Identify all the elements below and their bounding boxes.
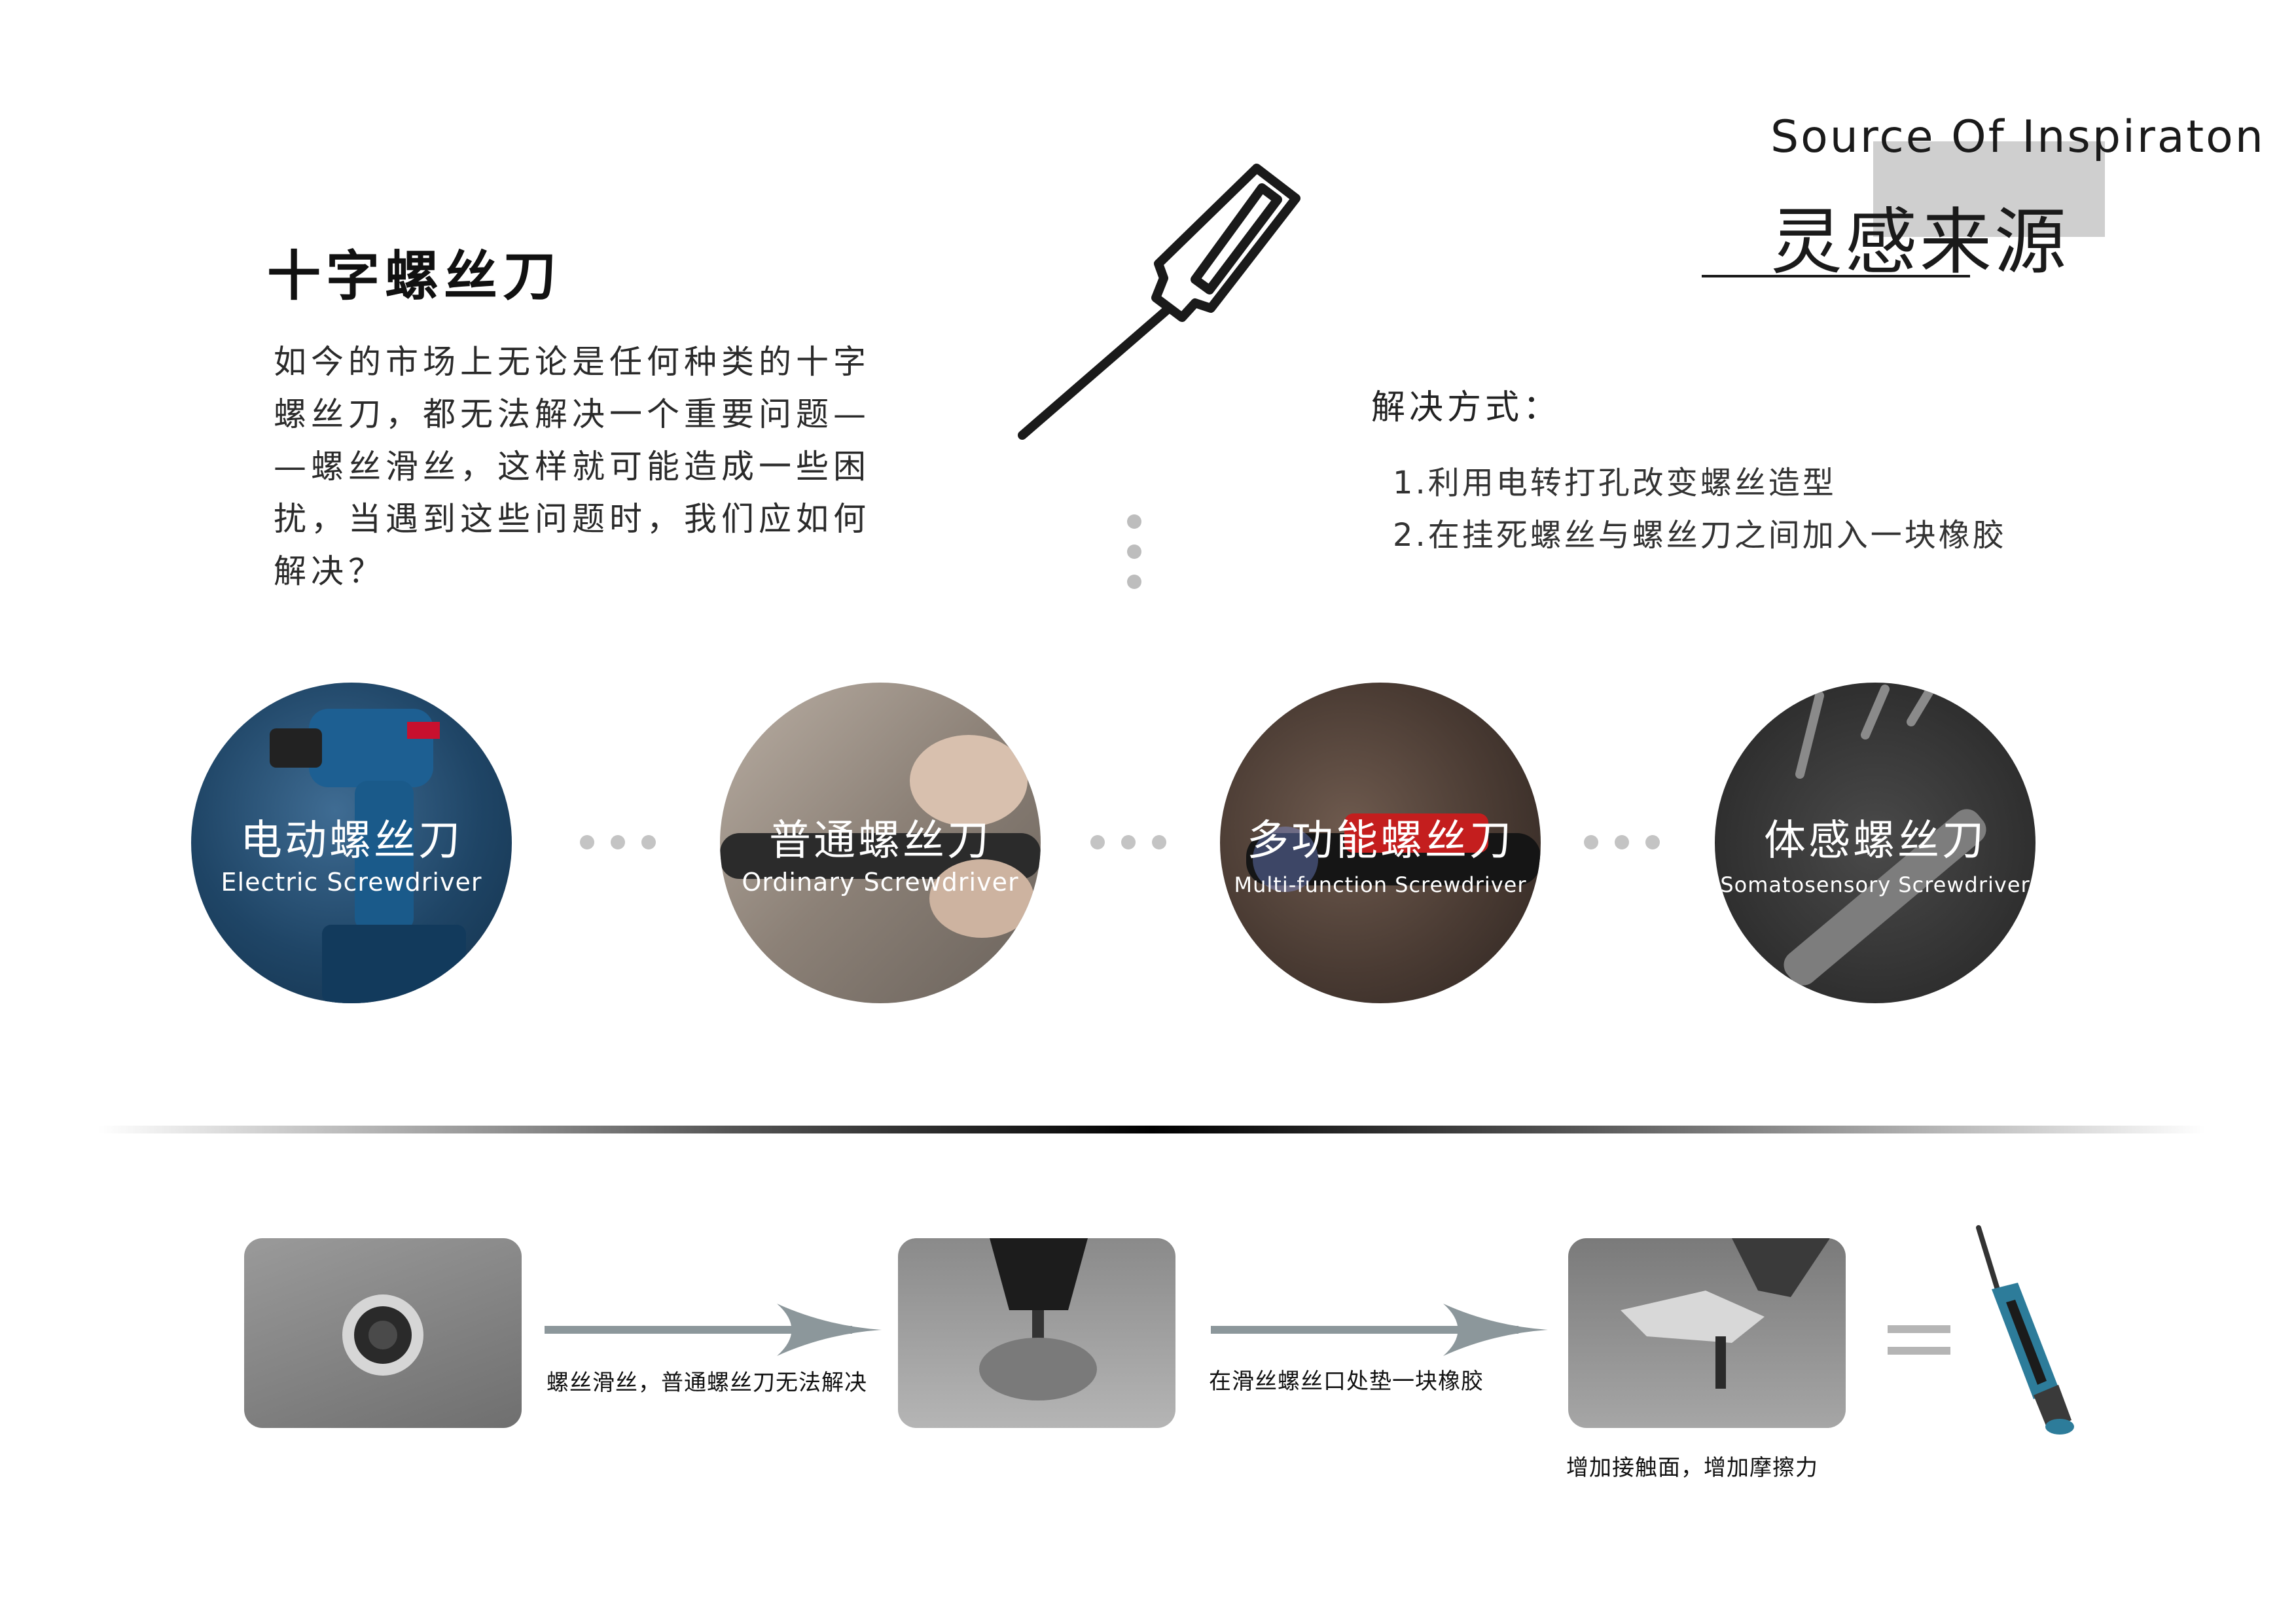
circle-label-cn: 普通螺丝刀 — [769, 817, 992, 865]
intro-line: 螺丝刀，都无法解决一个重要问题— — [274, 395, 870, 433]
solution-heading: 解决方式： — [1371, 388, 1562, 427]
title-highlight-box — [1873, 141, 2105, 237]
step-label: 螺丝滑丝，普通螺丝刀无法解决 — [547, 1370, 867, 1396]
section-title-en: Source Of Inspiraton — [1770, 111, 2265, 163]
dot — [1152, 835, 1166, 849]
dot — [1090, 835, 1105, 849]
circle-label-en: Multi-function Screwdriver — [1234, 872, 1527, 897]
equals-bar — [1888, 1325, 1950, 1333]
arrow-right-icon — [545, 1304, 882, 1356]
photo-drilling — [898, 1238, 1175, 1428]
hand-screwdriver-image — [720, 735, 1041, 938]
circle-electric-screwdriver: 电动螺丝刀 Electric Screwdriver — [191, 683, 512, 1003]
dot — [1615, 835, 1629, 849]
electric-drill-image — [270, 709, 466, 1003]
dot — [1127, 544, 1141, 559]
screw-head-image — [342, 1294, 423, 1376]
screwdriver-icon — [1018, 164, 1300, 440]
rubber-pad-image — [1621, 1238, 1830, 1389]
circle-label-en: Somatosensory Screwdriver — [1720, 872, 2030, 897]
multifunction-tool-image — [1246, 813, 1541, 892]
dot — [1127, 575, 1141, 589]
dot — [611, 835, 625, 849]
somatosensory-tool-image — [1784, 685, 1986, 986]
circle-multifunction-screwdriver: 多功能螺丝刀 Multi-function Screwdriver — [1220, 683, 1541, 1003]
circle-label-cn: 电动螺丝刀 — [240, 817, 463, 865]
section-title-cn: 灵感来源 — [1770, 200, 2069, 284]
dot — [580, 835, 594, 849]
circle-label-cn: 体感螺丝刀 — [1764, 817, 1986, 865]
circle-label-en: Electric Screwdriver — [221, 868, 482, 897]
dot — [1121, 835, 1136, 849]
section-divider — [98, 1126, 2206, 1133]
intro-line: 如今的市场上无论是任何种类的十字 — [274, 343, 870, 381]
page-title: 十字螺丝刀 — [267, 245, 562, 308]
dot — [1584, 835, 1598, 849]
solution-item: 2.在挂死螺丝与螺丝刀之间加入一块橡胶 — [1393, 517, 2007, 554]
dot — [1127, 514, 1141, 529]
intro-line: 解决？ — [274, 552, 386, 590]
circle-ordinary-screwdriver: 普通螺丝刀 Ordinary Screwdriver — [720, 683, 1041, 1003]
drill-image — [979, 1238, 1097, 1400]
step-caption: 增加接触面，增加摩擦力 — [1566, 1455, 1818, 1481]
photo-stripped-screw — [244, 1238, 522, 1428]
dot — [641, 835, 656, 849]
intro-line: 扰，当遇到这些问题时，我们应如何 — [274, 500, 870, 538]
photo-rubber-pad — [1568, 1238, 1846, 1428]
final-screwdriver-image — [1976, 1225, 2074, 1435]
step-label: 在滑丝螺丝口处垫一块橡胶 — [1209, 1368, 1484, 1395]
intro-line: —螺丝滑丝，这样就可能造成一些困 — [274, 448, 870, 486]
circle-label-en: Ordinary Screwdriver — [742, 868, 1019, 897]
solution-item: 1.利用电转打孔改变螺丝造型 — [1393, 465, 1837, 501]
arrow-right-icon — [1211, 1304, 1548, 1356]
title-underline — [1702, 275, 1970, 277]
circle-label-cn: 多功能螺丝刀 — [1247, 817, 1514, 865]
circle-somatosensory-screwdriver: 体感螺丝刀 Somatosensory Screwdriver — [1715, 683, 2036, 1003]
intro-paragraph: 如今的市场上无论是任何种类的十字 螺丝刀，都无法解决一个重要问题— —螺丝滑丝，… — [274, 336, 908, 597]
equals-bar — [1888, 1347, 1950, 1355]
dot — [1645, 835, 1660, 849]
